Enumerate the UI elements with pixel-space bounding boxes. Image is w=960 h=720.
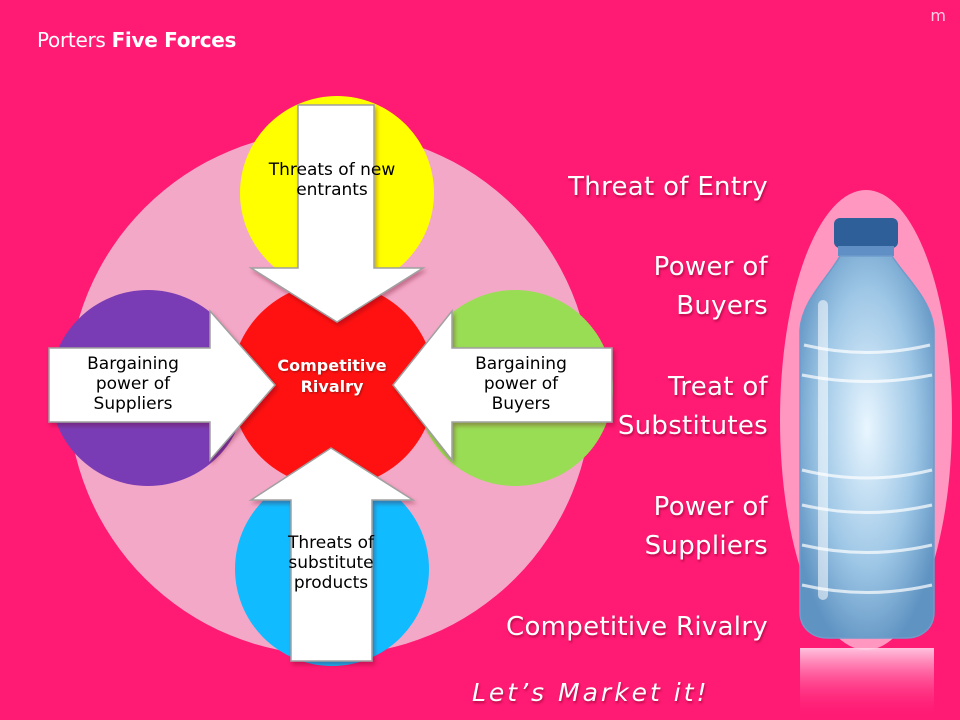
tagline: Let’s Market it! xyxy=(472,678,710,707)
title-bold: Five Forces xyxy=(111,28,237,52)
title-regular: Porters xyxy=(37,28,112,52)
force-item-power-of-buyers: Power of Buyers xyxy=(653,252,768,321)
label-right: Bargaining power of Buyers xyxy=(475,354,567,414)
left-arrow xyxy=(48,309,276,463)
water-bottle-icon xyxy=(780,190,952,720)
force-item-power-of-suppliers: Power of Suppliers xyxy=(644,492,768,561)
slide-title: Porters Five Forces xyxy=(37,28,236,52)
label-left: Bargaining power of Suppliers xyxy=(87,354,179,414)
force-item-competitive-rivalry: Competitive Rivalry xyxy=(506,612,768,642)
bottom-arrow xyxy=(248,447,416,662)
force-item-treat-of-substitutes: Treat of Substitutes xyxy=(617,372,768,441)
label-bottom: Threats of substitute products xyxy=(288,533,374,593)
label-center: Competitive Rivalry xyxy=(277,356,387,396)
top-arrow xyxy=(248,104,426,323)
label-top: Threats of new entrants xyxy=(268,160,396,200)
right-arrow xyxy=(392,308,613,463)
corner-mark: m xyxy=(930,6,946,25)
center-circle xyxy=(231,283,435,487)
force-item-threat-of-entry: Threat of Entry xyxy=(568,172,768,202)
